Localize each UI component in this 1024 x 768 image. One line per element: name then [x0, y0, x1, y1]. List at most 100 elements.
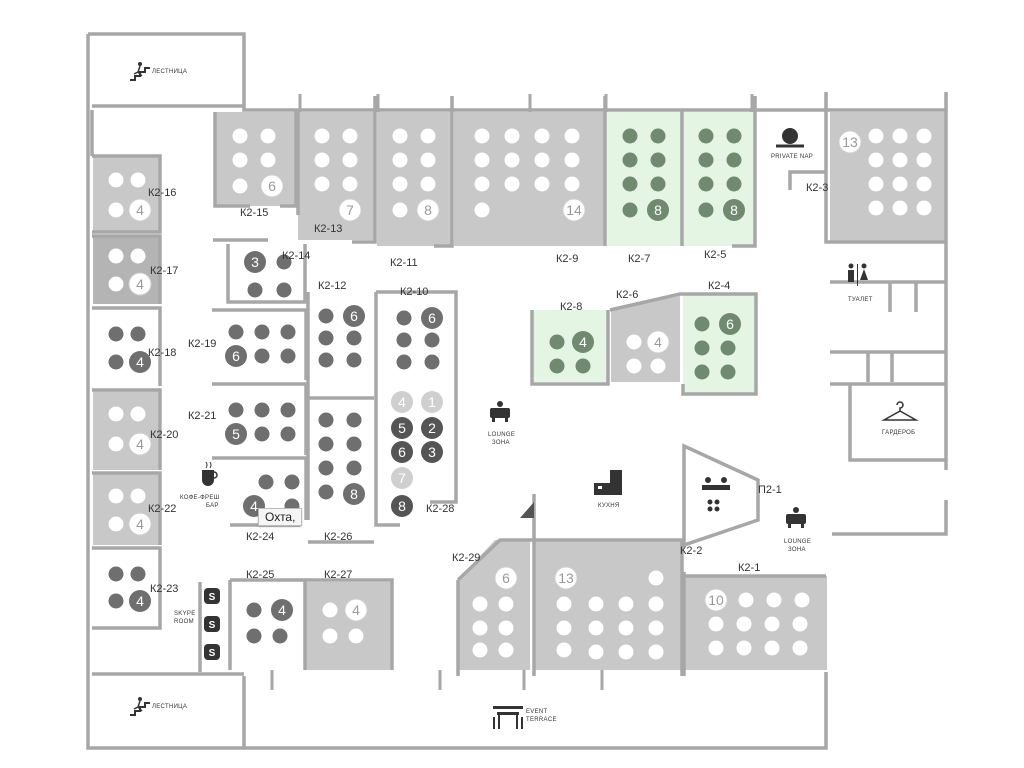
private-nap-label: PRIVATE NAP [771, 154, 813, 160]
seat [284, 474, 300, 490]
seat-count-text: 4 [352, 602, 360, 618]
terrace-label-line1: EVENT [526, 709, 548, 715]
seat [588, 620, 604, 636]
label-k2-25: К2-25 [246, 569, 274, 581]
label-k2-3: К2-3 [806, 182, 828, 194]
seat [392, 176, 408, 192]
seat [622, 202, 638, 218]
terrace-icon [493, 706, 523, 729]
seat [650, 358, 666, 374]
seat [228, 324, 244, 340]
room-k2-7[interactable] [607, 112, 681, 246]
room-k2-8[interactable] [532, 310, 608, 382]
seat [280, 426, 296, 442]
seat [396, 354, 412, 370]
seat [130, 566, 146, 582]
seat [618, 644, 634, 660]
badge-k2-26: 8 [343, 483, 365, 505]
hanger-icon [881, 401, 919, 421]
badge-k2-13: 7 [338, 198, 362, 222]
seat [318, 330, 334, 346]
room-k2-4[interactable] [683, 294, 755, 394]
seat [708, 616, 724, 632]
seat-count-text: 4 [136, 436, 144, 452]
badge-k2-17: 4 [128, 272, 152, 296]
seat [648, 620, 664, 636]
skype-label-line2: ROOM [174, 619, 194, 625]
lounge-1-label-line1: LOUNGE [488, 432, 515, 438]
seat [618, 596, 634, 612]
kitchen-icon [594, 470, 622, 495]
seat-count-text: 6 [350, 308, 358, 324]
nap-icon [776, 128, 804, 148]
seat [472, 596, 488, 612]
seat [564, 152, 580, 168]
seat [792, 616, 808, 632]
room-k2-5[interactable] [684, 112, 754, 246]
seat [318, 484, 334, 500]
seat-count-text: 1 [428, 394, 436, 410]
badge-k2-3: 13 [838, 130, 862, 154]
room-k2-13[interactable] [298, 112, 374, 240]
room-k2-16[interactable] [93, 156, 159, 232]
seat [648, 644, 664, 660]
room-k2-27[interactable] [306, 582, 392, 670]
badge-k2-4: 6 [719, 313, 741, 335]
seat [792, 640, 808, 656]
room-k2-11[interactable] [377, 112, 451, 246]
label-k2-4: К2-4 [708, 280, 730, 292]
seat [766, 592, 782, 608]
seat [588, 596, 604, 612]
seat [736, 616, 752, 632]
seat [726, 176, 742, 192]
toilet-icon [848, 263, 868, 286]
seat-count-text: 8 [424, 202, 432, 218]
seat [868, 200, 884, 216]
seat [556, 596, 572, 612]
room-k2-22[interactable] [93, 473, 159, 545]
seat [472, 642, 488, 658]
label-k2-29: К2-29 [452, 552, 480, 564]
label-k2-10: К2-10 [400, 286, 428, 298]
seat [346, 352, 362, 368]
stairs-icon [130, 62, 150, 81]
stairs-bottom-label: ЛЕСТНИЦА [152, 704, 187, 710]
seat [130, 406, 146, 422]
walls [86, 32, 948, 750]
seat-count-text: 4 [398, 394, 406, 410]
badge-k2-28-seat: 3 [421, 441, 443, 463]
seat [247, 282, 263, 298]
skype-icon: S [204, 588, 220, 604]
seat [708, 640, 724, 656]
seat [556, 620, 572, 636]
badge-k2-28-seat: 5 [391, 417, 413, 439]
seat [318, 308, 334, 324]
seat [348, 628, 364, 644]
room-k2-20[interactable] [93, 390, 159, 470]
toilet-label: ТУАЛЕТ [848, 297, 873, 303]
lounge-2-label-line2: ЗОНА [788, 547, 806, 553]
seat [258, 474, 274, 490]
seat [246, 628, 262, 644]
seat [564, 128, 580, 144]
seat-count-text: 8 [654, 202, 662, 218]
map-tooltip: Охта, [258, 508, 303, 526]
seat [916, 200, 932, 216]
room-k2-17[interactable] [93, 236, 159, 304]
seat [648, 570, 664, 586]
seat [392, 152, 408, 168]
door-marks [270, 94, 754, 690]
seat-count-text: 4 [250, 498, 258, 514]
seat [474, 176, 490, 192]
seat [618, 620, 634, 636]
seat [498, 620, 514, 636]
seat [588, 644, 604, 660]
room-k2-15[interactable] [215, 112, 295, 206]
coffee-label-line1: КОФЕ-ФРЕШ [180, 495, 219, 501]
seat [346, 330, 362, 346]
seat [549, 358, 565, 374]
seat [276, 254, 292, 270]
seat [392, 202, 408, 218]
seat [108, 354, 124, 370]
